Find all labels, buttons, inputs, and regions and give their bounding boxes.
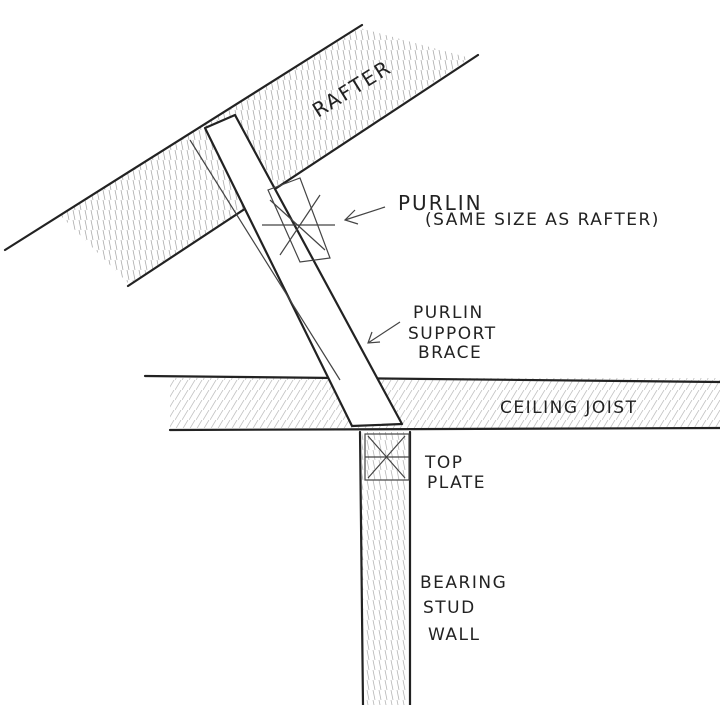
top-plate bbox=[364, 433, 410, 481]
bearing-stud-wall bbox=[358, 430, 412, 705]
brace-label-line1: PURLIN bbox=[413, 303, 484, 323]
purlin-support-brace bbox=[189, 113, 404, 428]
ceiling-joist bbox=[143, 374, 720, 432]
stud-label-line2: STUD bbox=[423, 598, 476, 618]
top-plate-label-line1: TOP bbox=[424, 453, 464, 473]
purlin-note: (SAME SIZE AS RAFTER) bbox=[425, 210, 660, 230]
brace-arrow bbox=[367, 321, 401, 344]
rafter bbox=[3, 23, 480, 288]
stud-label-line3: WALL bbox=[428, 625, 480, 645]
top-plate-label-line2: PLATE bbox=[427, 473, 486, 493]
ceiling-joist-label: CEILING JOIST bbox=[500, 398, 638, 418]
brace-label-line2: SUPPORT bbox=[408, 324, 497, 344]
purlin-arrow bbox=[343, 206, 386, 225]
purlin bbox=[262, 177, 335, 263]
purlin-label: PURLIN bbox=[398, 191, 483, 215]
brace-label-line3: BRACE bbox=[418, 343, 482, 363]
stud-label-line1: BEARING bbox=[420, 573, 507, 593]
